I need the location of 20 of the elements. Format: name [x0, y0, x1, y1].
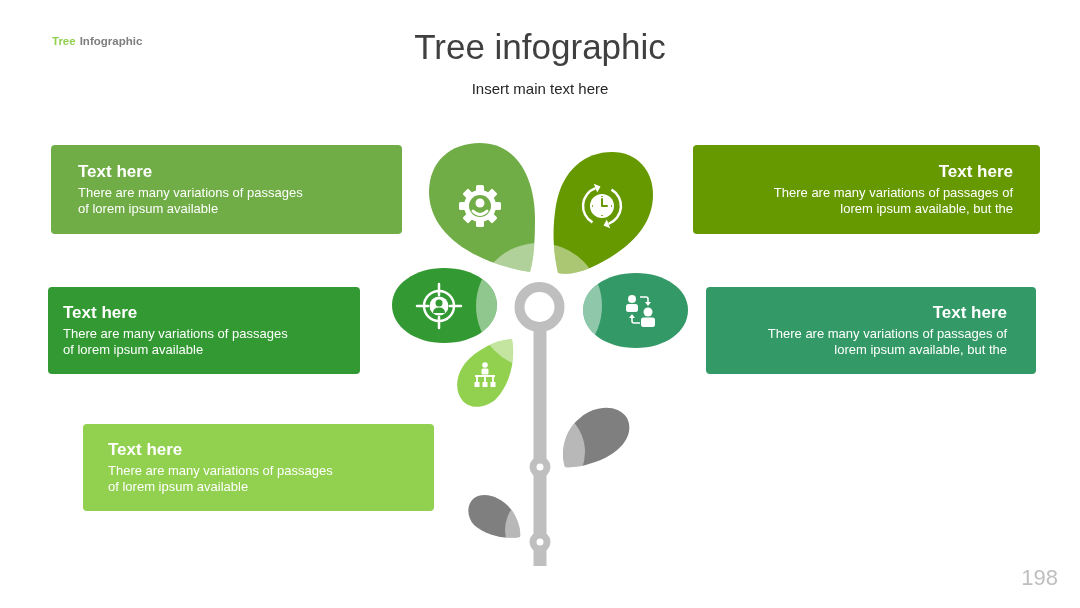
card-heading: Text here: [938, 162, 1013, 182]
subtitle: Insert main text here: [471, 79, 609, 99]
info-card: [706, 287, 1036, 374]
card-heading: Text here: [932, 303, 1007, 323]
page-number: 198: [1021, 565, 1058, 591]
info-card: [693, 145, 1040, 234]
page-title: Tree infographic: [414, 26, 666, 68]
card-heading: Text here: [63, 303, 138, 323]
header-label: Infographic: [79, 34, 143, 49]
info-card: [48, 287, 360, 374]
card-text: There are many variations of passages of lorem ipsum available: [78, 185, 304, 217]
info-card: [51, 145, 402, 234]
card-text: There are many variations of passages of lorem ipsum available: [63, 326, 289, 358]
header-label: Tree: [52, 34, 76, 49]
info-card: [83, 424, 434, 511]
card-text: There are many variations of passages of lorem ipsum available, but the: [766, 326, 1007, 358]
card-heading: Text here: [78, 162, 153, 182]
card-heading: Text here: [108, 440, 183, 460]
card-text: There are many variations of passages of lorem ipsum available, but the: [772, 185, 1013, 217]
card-text: There are many variations of passages of lorem ipsum available: [108, 463, 334, 495]
